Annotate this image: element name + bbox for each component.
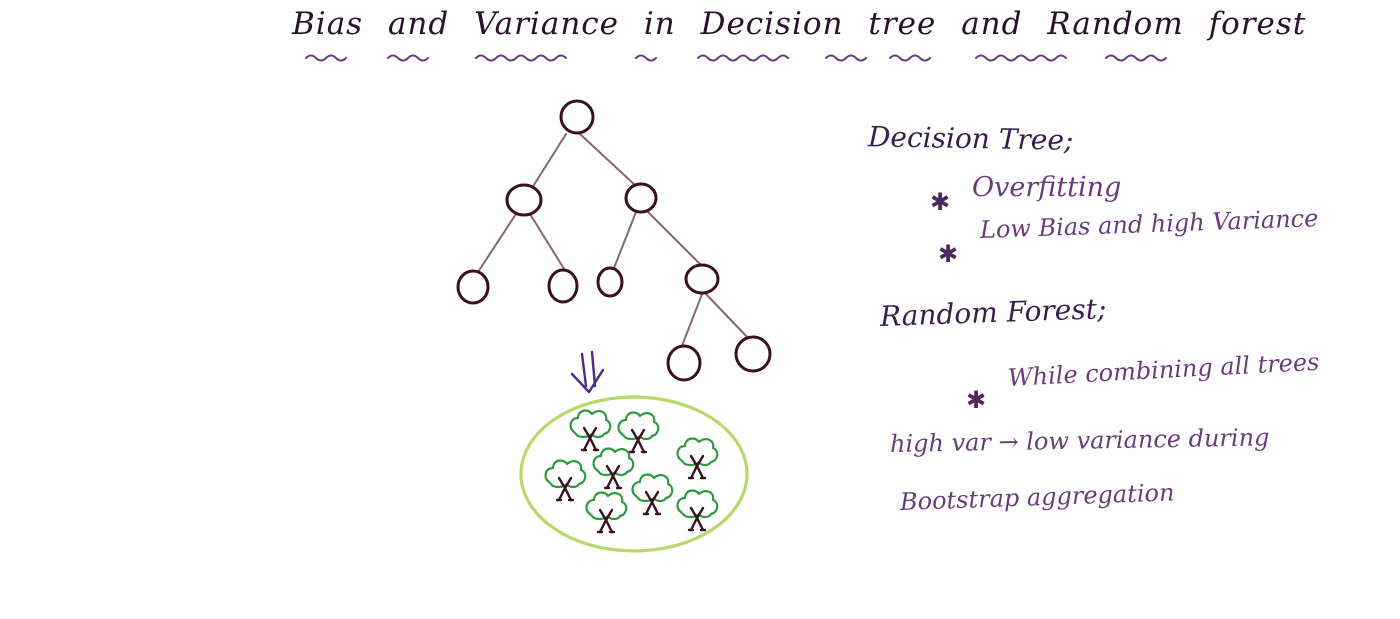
- tree-edge: [529, 213, 567, 273]
- bullet-star-icon: ✱: [930, 188, 951, 216]
- tree-icon: [676, 437, 719, 480]
- tree-icon: [544, 459, 587, 502]
- tree-icon: [676, 489, 719, 532]
- tree-node: [734, 335, 772, 373]
- tree-edge: [681, 293, 703, 347]
- decision-tree-edges: [477, 133, 751, 347]
- tree-node: [596, 266, 624, 298]
- decision-tree-bullet-overfitting: Overfitting: [972, 172, 1122, 203]
- tree-edge: [647, 211, 703, 267]
- tree-icon: [592, 447, 635, 490]
- tree-edge: [579, 133, 637, 187]
- random-forest-outline: [519, 395, 749, 553]
- tree-edge: [705, 293, 751, 341]
- tree-icon: [585, 491, 628, 534]
- tree-node: [666, 344, 702, 382]
- decision-tree-heading: Decision Tree;: [867, 120, 1074, 157]
- tree-node-root: [559, 99, 595, 135]
- tree-icon: [617, 411, 660, 454]
- decision-tree-nodes: [456, 99, 772, 382]
- tree-icon: [569, 409, 612, 452]
- page-title: Bias and Variance in Decision tree and R…: [292, 6, 1307, 42]
- tree-edge: [613, 211, 637, 269]
- bullet-star-icon: ✱: [966, 386, 987, 414]
- tree-icon: [631, 473, 674, 516]
- bullet-star-icon: ✱: [938, 240, 959, 268]
- tree-edge: [531, 133, 567, 189]
- tree-node: [547, 268, 579, 304]
- tree-node: [624, 182, 658, 214]
- tree-node: [684, 263, 720, 295]
- forest-trees: [544, 409, 719, 534]
- tree-node: [505, 183, 543, 217]
- title-underline-squiggle: [305, 54, 1167, 62]
- down-arrow-icon: [570, 350, 605, 394]
- tree-node: [456, 269, 490, 305]
- tree-edge: [477, 213, 517, 273]
